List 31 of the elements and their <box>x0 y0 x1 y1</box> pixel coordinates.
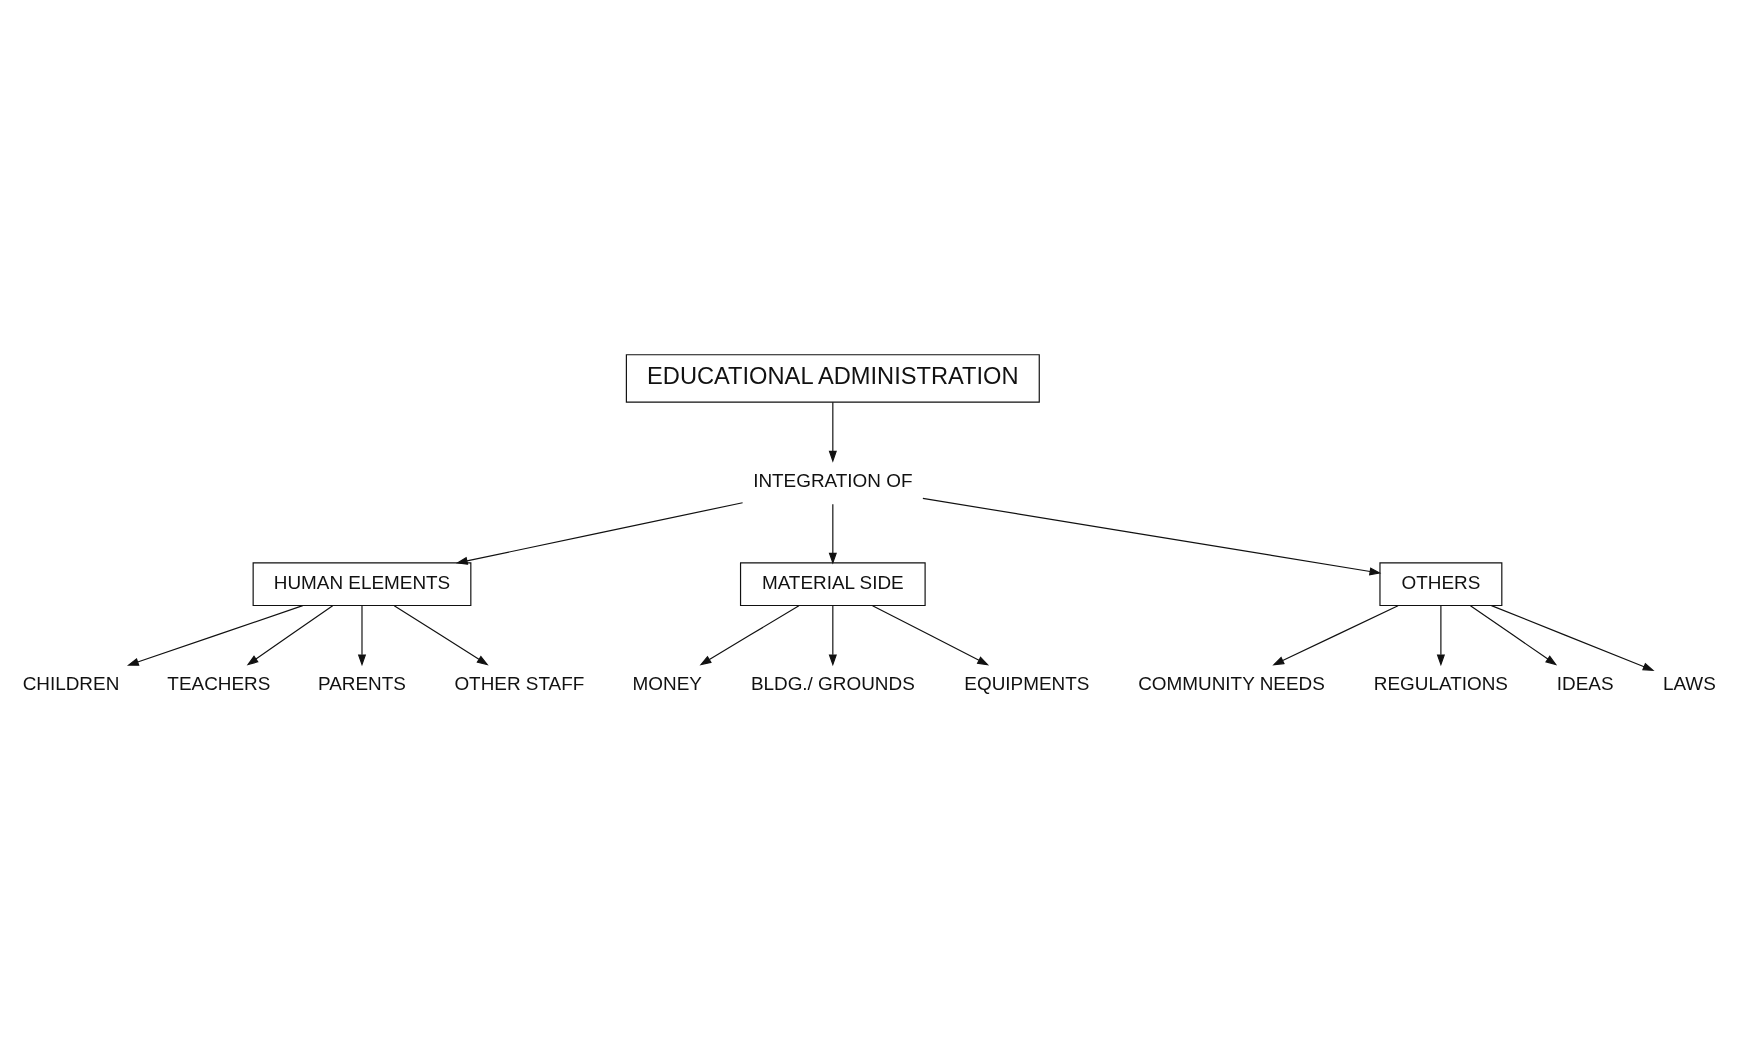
arrow <box>699 604 800 665</box>
arrow <box>828 503 837 565</box>
node-box: OTHERS <box>1379 561 1503 606</box>
node-box: HUMAN ELEMENTS <box>252 561 472 606</box>
arrow <box>1469 604 1558 665</box>
arrow <box>126 604 304 666</box>
arrow <box>1436 604 1446 666</box>
node-text: OTHER STAFF <box>454 672 585 694</box>
node-box: MATERIAL SIDE <box>739 561 926 606</box>
arrow <box>357 604 367 666</box>
node-text: MONEY <box>632 672 702 694</box>
arrow <box>922 497 1382 575</box>
node-text: IDEAS <box>1556 672 1614 694</box>
arrow <box>1272 604 1399 665</box>
arrow <box>455 501 744 565</box>
node-box: EDUCATIONAL ADMINISTRATION <box>625 353 1040 403</box>
arrow <box>1490 604 1655 671</box>
arrow <box>393 604 489 665</box>
node-text: LAWS <box>1662 672 1716 694</box>
node-text: PARENTS <box>318 672 406 694</box>
arrow <box>828 604 837 666</box>
arrow <box>871 604 990 665</box>
node-text: CHILDREN <box>22 672 120 694</box>
node-text: INTEGRATION OF <box>753 469 913 491</box>
node-text: REGULATIONS <box>1373 672 1508 694</box>
node-text: COMMUNITY NEEDS <box>1138 672 1325 694</box>
arrow <box>246 604 334 665</box>
node-text: BLDG./ GROUNDS <box>750 672 915 694</box>
node-text: EQUIPMENTS <box>964 672 1090 694</box>
arrow <box>828 401 837 463</box>
node-text: TEACHERS <box>167 672 271 694</box>
